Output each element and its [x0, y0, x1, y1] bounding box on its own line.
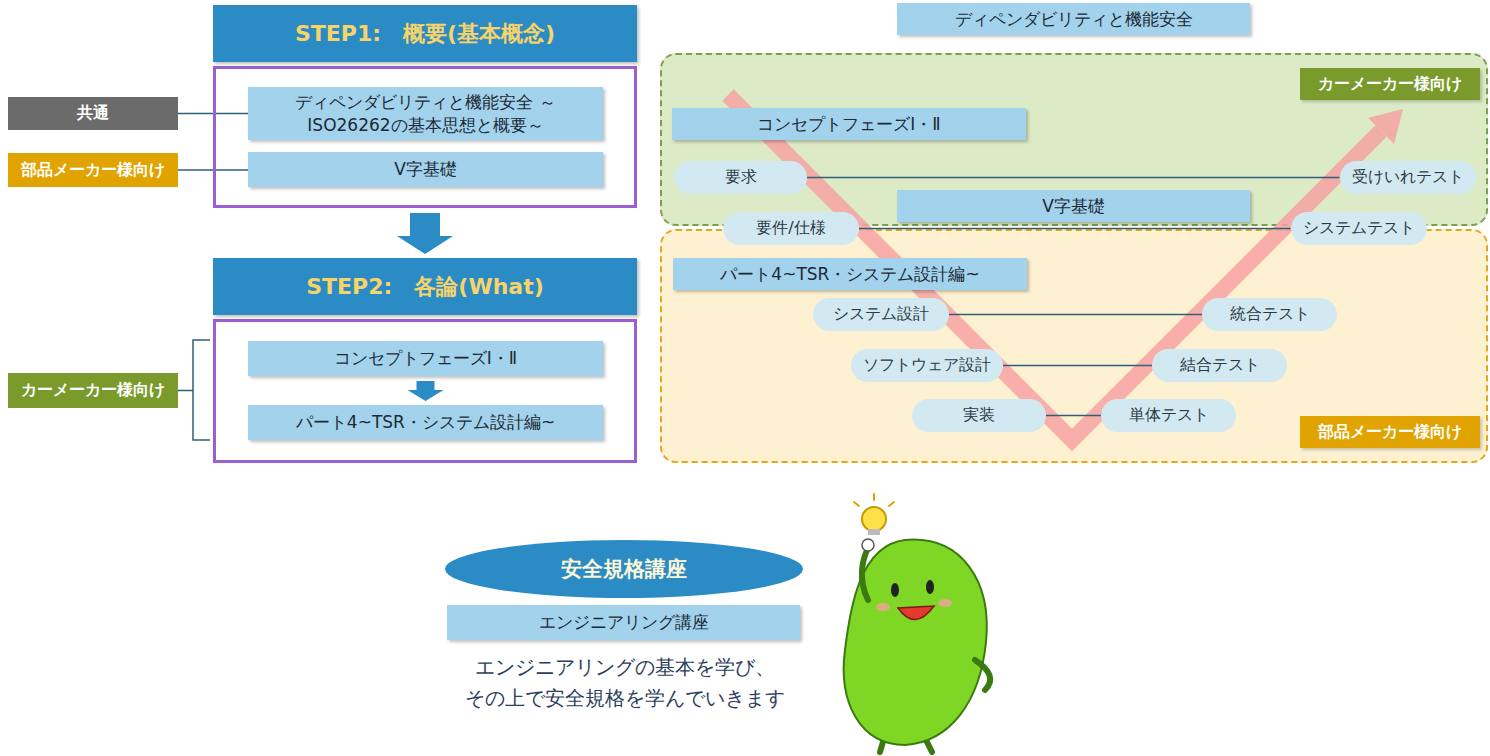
- box-label: コンセプトフェーズⅠ・Ⅱ: [757, 113, 940, 135]
- process-pill: 単体テスト: [1101, 399, 1236, 432]
- box-label: エンジニアリング講座: [539, 611, 709, 633]
- box-label: 実装: [963, 405, 995, 426]
- box-label: 統合テスト: [1230, 304, 1310, 325]
- process-pill: 結合テスト: [1152, 349, 1287, 382]
- audience-tag: 部品メーカー様向け: [1300, 416, 1480, 448]
- connector-line: [859, 228, 1291, 229]
- box-label: 単体テスト: [1129, 405, 1209, 426]
- box-label: 部品メーカー様向け: [21, 160, 165, 181]
- connector-line: [949, 314, 1202, 315]
- course-box: ディペンダビリティと機能安全: [897, 3, 1250, 35]
- connector-line: [178, 113, 248, 114]
- bracket-connector: [178, 340, 210, 440]
- box-label: パート4~TSR・システム設計編~: [296, 411, 555, 433]
- connector-line: [178, 169, 248, 170]
- box-label: V字基礎: [394, 158, 457, 180]
- step-panel: STEP2: 各論(What) コンセプトフェーズⅠ・Ⅱ パート4~TSR・システム…: [213, 258, 637, 463]
- mascot: [844, 494, 990, 752]
- course-box: コンセプトフェーズⅠ・Ⅱ: [248, 341, 603, 376]
- connector-line: [1003, 365, 1152, 366]
- course-box: パート4~TSR・システム設計編~: [673, 258, 1027, 290]
- process-pill: システムテスト: [1291, 212, 1427, 245]
- box-label: 要求: [725, 167, 757, 188]
- box-label: 受けいれテスト: [1352, 167, 1464, 188]
- box-label: ソフトウェア設計: [863, 355, 991, 376]
- course-ellipse: 安全規格講座: [445, 540, 803, 598]
- connector-line: [807, 177, 1340, 178]
- box-label: 安全規格講座: [561, 555, 687, 583]
- v-model-arrow: [728, 95, 1403, 440]
- box-label: ディペンダビリティと機能安全: [955, 8, 1193, 30]
- box-label: パート4~TSR・システム設計編~: [720, 263, 979, 285]
- box-label: コンセプトフェーズⅠ・Ⅱ: [334, 347, 517, 369]
- audience-tag: 部品メーカー様向け: [8, 153, 178, 187]
- step-heading: STEP2: 各論(What): [213, 258, 637, 315]
- connector-line: [1046, 415, 1101, 416]
- audience-tag: 共通: [8, 97, 178, 130]
- process-pill: 統合テスト: [1202, 298, 1337, 331]
- process-pill: 要求: [674, 161, 807, 194]
- flow-arrow: [397, 213, 453, 254]
- course-box: エンジニアリング講座: [447, 605, 800, 640]
- step-panel: STEP1: 概要(基本概念) ディペンダビリティと機能安全 ～ISO26262の…: [213, 5, 637, 208]
- course-box: V字基礎: [248, 152, 603, 187]
- course-box: V字基礎: [897, 190, 1250, 222]
- process-pill: ソフトウェア設計: [851, 349, 1003, 382]
- process-pill: システム設計: [813, 298, 949, 331]
- process-pill: 要件/仕様: [723, 212, 859, 245]
- course-box: ディペンダビリティと機能安全 ～ISO26262の基本思想と概要～: [248, 87, 603, 140]
- box-label: 共通: [77, 103, 109, 124]
- box-label: カーメーカー様向け: [21, 380, 165, 401]
- box-label: V字基礎: [1042, 195, 1105, 217]
- box-label: 要件/仕様: [756, 218, 825, 239]
- box-label: 結合テスト: [1180, 355, 1260, 376]
- box-label: システムテスト: [1303, 218, 1415, 239]
- audience-tag: カーメーカー様向け: [8, 373, 178, 408]
- note-text: エンジニアリングの基本を学び、 その上で安全規格を学んでいきます: [435, 652, 815, 714]
- course-box: コンセプトフェーズⅠ・Ⅱ: [672, 108, 1026, 140]
- audience-tag: カーメーカー様向け: [1300, 68, 1480, 100]
- process-pill: 受けいれテスト: [1340, 161, 1476, 194]
- box-label: システム設計: [833, 304, 929, 325]
- course-box: パート4~TSR・システム設計編~: [248, 405, 603, 440]
- flow-arrow: [408, 381, 444, 401]
- process-pill: 実装: [912, 399, 1046, 432]
- step-heading: STEP1: 概要(基本概念): [213, 5, 637, 62]
- box-label: ディペンダビリティと機能安全 ～ISO26262の基本思想と概要～: [256, 91, 595, 135]
